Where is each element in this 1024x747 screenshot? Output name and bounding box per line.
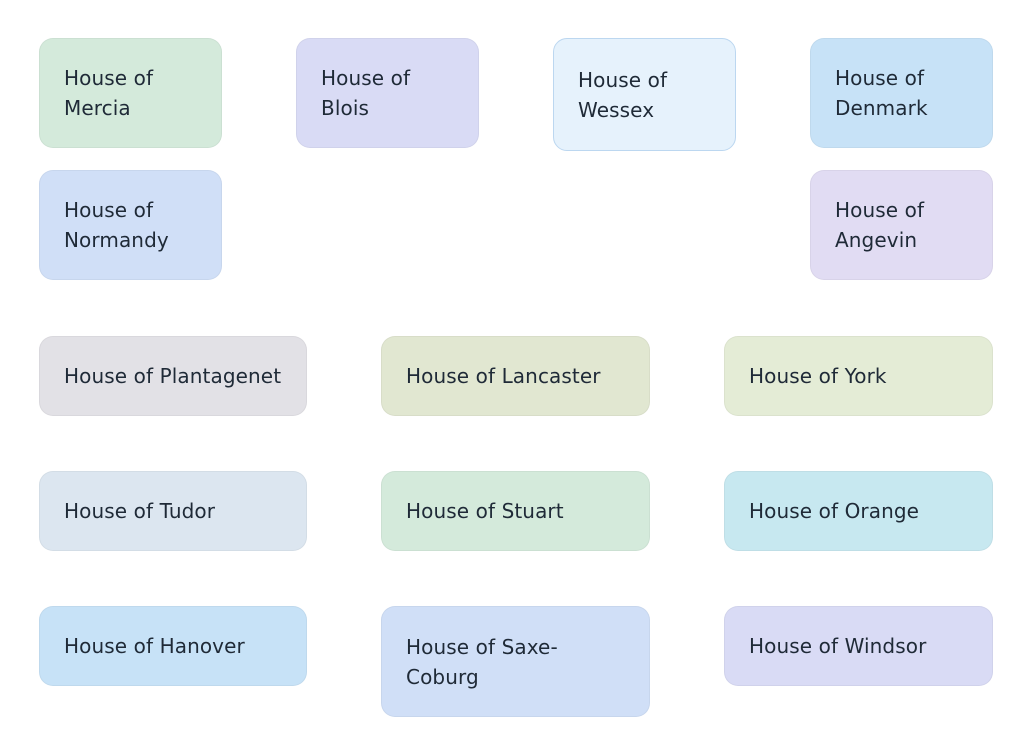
house-card-label: House of Denmark xyxy=(835,66,928,120)
house-card-tudor: House of Tudor xyxy=(39,471,307,551)
house-card-windsor: House of Windsor xyxy=(724,606,993,686)
house-card-label: House of Plantagenet xyxy=(64,364,282,388)
house-card-wessex: House of Wessex xyxy=(553,38,736,151)
house-card-label: House of Normandy xyxy=(64,198,169,252)
house-card-label: House of Hanover xyxy=(64,634,245,658)
house-card-label: House of Saxe-Coburg xyxy=(406,635,558,689)
house-card-york: House of York xyxy=(724,336,993,416)
house-card-blois: House of Blois xyxy=(296,38,479,148)
house-card-label: House of Stuart xyxy=(406,499,564,523)
house-card-mercia: House of Mercia xyxy=(39,38,222,148)
house-card-label: House of Windsor xyxy=(749,634,927,658)
house-card-denmark: House of Denmark xyxy=(810,38,993,148)
house-card-label: House of Blois xyxy=(321,66,411,120)
house-card-label: House of York xyxy=(749,364,887,388)
house-card-saxe-coburg: House of Saxe-Coburg xyxy=(381,606,650,717)
house-card-orange: House of Orange xyxy=(724,471,993,551)
house-card-normandy: House of Normandy xyxy=(39,170,222,280)
house-card-stuart: House of Stuart xyxy=(381,471,650,551)
house-card-label: House of Lancaster xyxy=(406,364,601,388)
house-card-label: House of Wessex xyxy=(578,68,668,122)
house-card-lancaster: House of Lancaster xyxy=(381,336,650,416)
house-card-label: House of Orange xyxy=(749,499,920,523)
house-card-label: House of Mercia xyxy=(64,66,154,120)
house-card-plantagenet: House of Plantagenet xyxy=(39,336,307,416)
house-card-label: House of Tudor xyxy=(64,499,216,523)
house-card-hanover: House of Hanover xyxy=(39,606,307,686)
house-card-angevin: House of Angevin xyxy=(810,170,993,280)
house-card-label: House of Angevin xyxy=(835,198,925,252)
